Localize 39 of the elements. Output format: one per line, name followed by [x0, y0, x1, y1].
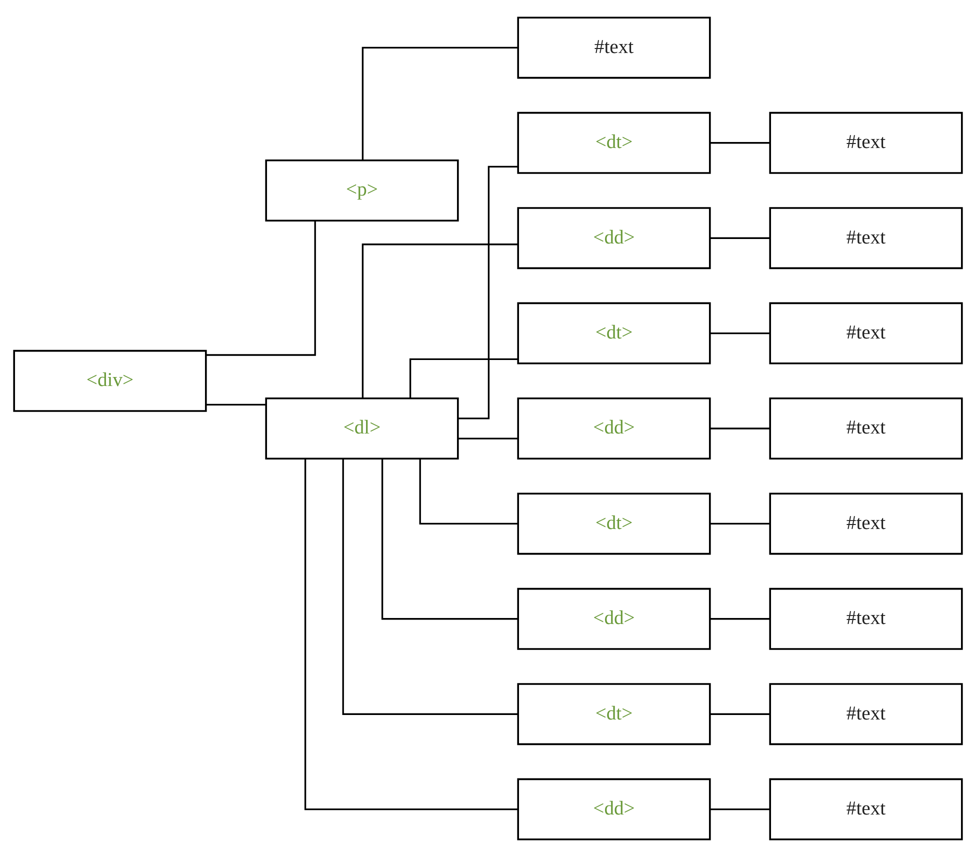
connector: [362, 46, 518, 160]
node-box: #text: [769, 778, 963, 840]
connector: [710, 332, 770, 334]
connector: [710, 522, 770, 524]
connector: [710, 142, 770, 144]
connector: [710, 618, 770, 620]
node-box: <dd>: [517, 396, 711, 460]
node-box: <dl>: [265, 396, 459, 460]
connector: [206, 220, 316, 356]
connector: [458, 165, 518, 419]
node-box: #text: [769, 302, 963, 364]
connector: [710, 808, 770, 810]
connector: [419, 458, 518, 524]
connector: [710, 712, 770, 714]
connector: [362, 243, 518, 398]
connector: [710, 427, 770, 429]
node-box: <dd>: [517, 778, 711, 840]
node-box: <dt>: [517, 111, 711, 174]
node-box: <dt>: [517, 302, 711, 364]
connector: [342, 458, 518, 714]
node-box: <p>: [265, 159, 459, 221]
connector: [304, 458, 518, 810]
node-box: #text: [769, 206, 963, 269]
node-box: <dt>: [517, 682, 711, 745]
connector: [206, 403, 266, 406]
node-box: #text: [769, 492, 963, 554]
node-box: <dd>: [517, 587, 711, 650]
node-box: <dt>: [517, 492, 711, 554]
node-box: #text: [769, 396, 963, 460]
connector: [710, 236, 770, 238]
node-box: <dd>: [517, 206, 711, 269]
node-box: #text: [769, 682, 963, 745]
node-box: #text: [769, 111, 963, 174]
connector: [458, 437, 518, 439]
node-box: <div>: [13, 349, 207, 412]
connector: [409, 358, 518, 398]
connector: [381, 458, 518, 620]
node-box: #text: [769, 587, 963, 650]
node-box: #text: [517, 16, 711, 78]
